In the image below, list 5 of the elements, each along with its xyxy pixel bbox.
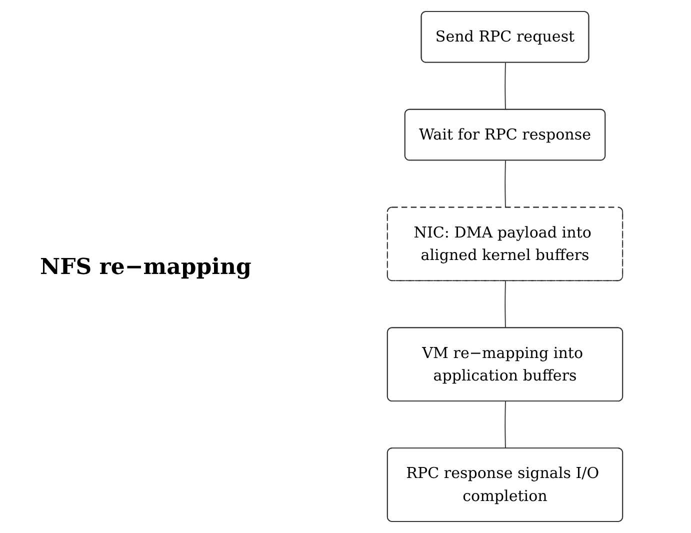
title: NFS re−mapping <box>40 254 252 280</box>
connector <box>504 401 506 450</box>
connector <box>504 160 506 208</box>
connector <box>504 62 506 110</box>
connector <box>504 280 506 329</box>
